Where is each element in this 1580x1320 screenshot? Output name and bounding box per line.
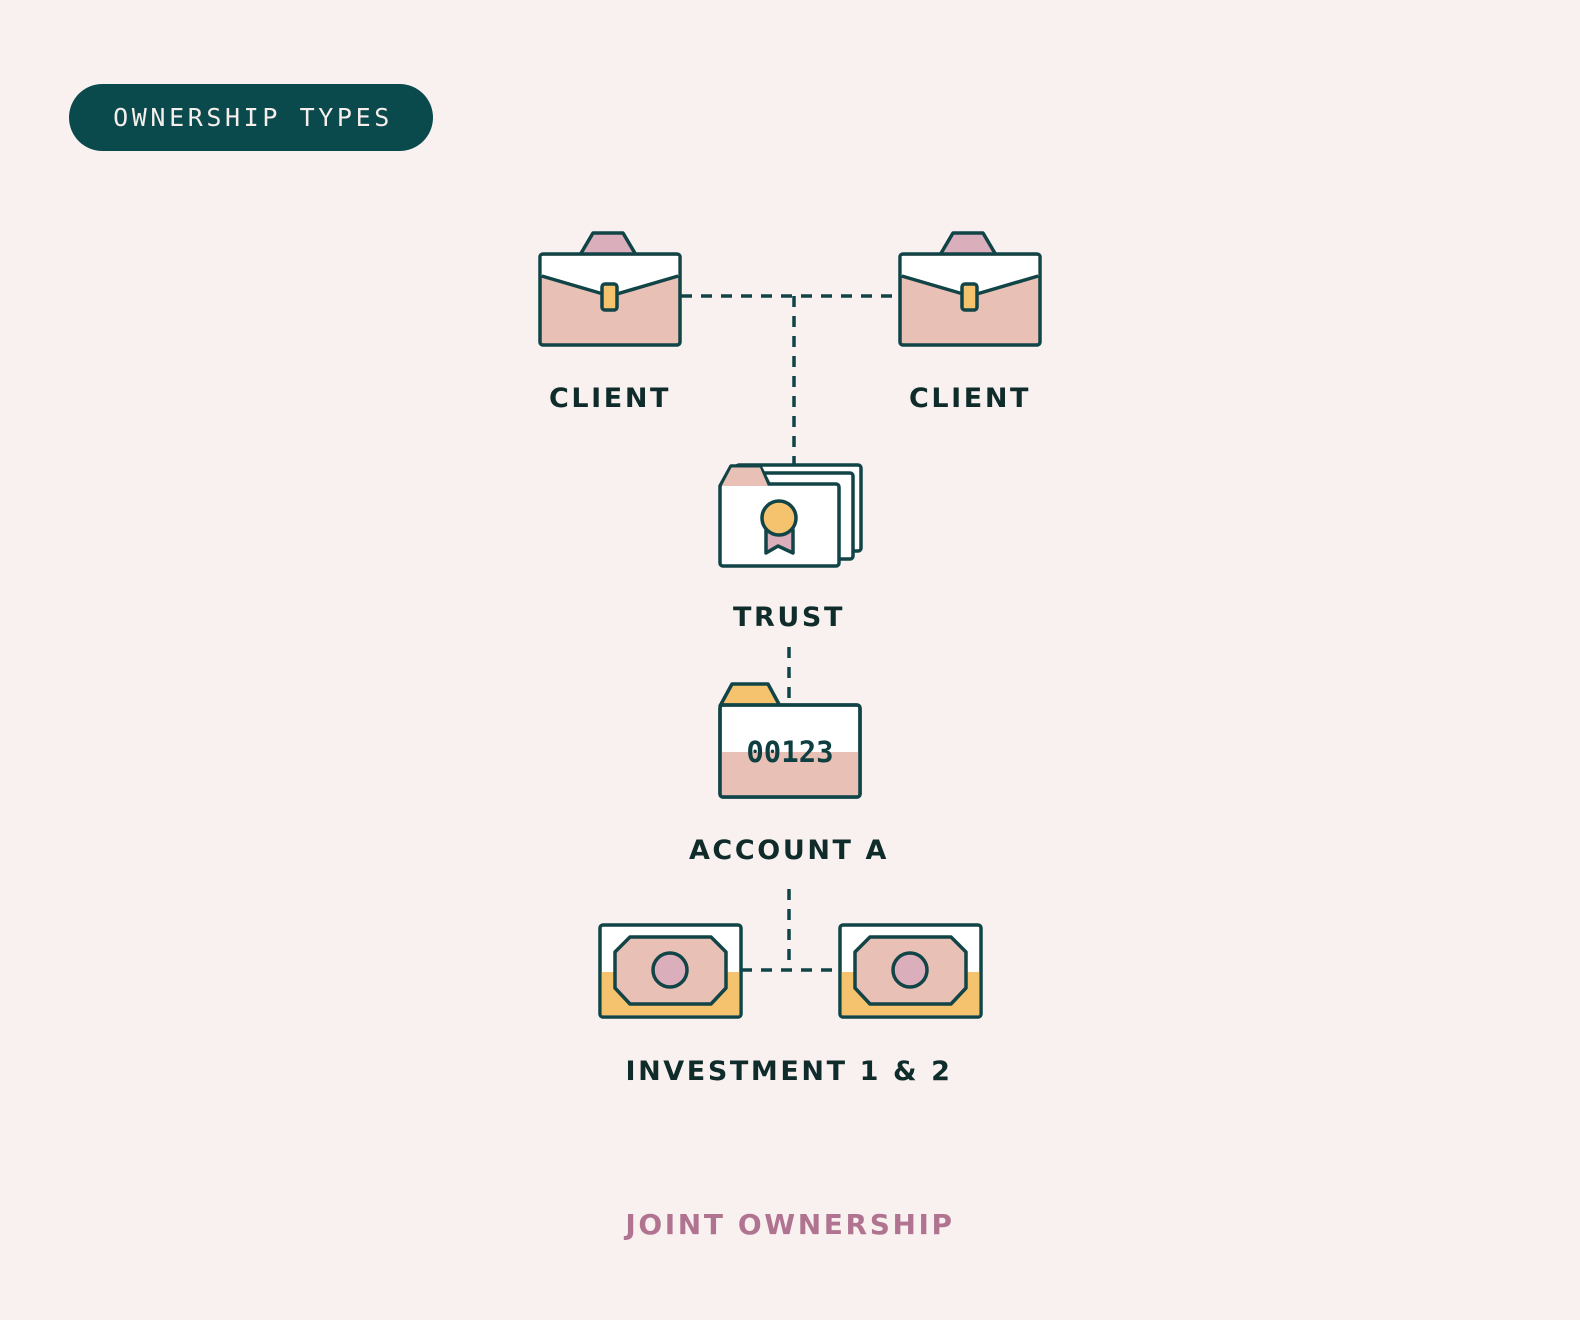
banknote-icon xyxy=(598,923,743,1019)
briefcase-icon xyxy=(538,231,682,347)
account-folder-icon: 00123 xyxy=(718,682,862,799)
ownership-types-badge: OWNERSHIP TYPES xyxy=(69,84,433,151)
banknote-icon xyxy=(838,923,983,1019)
client-left-label: CLIENT xyxy=(549,383,671,414)
account-label: ACCOUNT A xyxy=(689,835,889,866)
client-right-label: CLIENT xyxy=(909,383,1031,414)
investments-label: INVESTMENT 1 & 2 xyxy=(625,1056,952,1087)
account-number: 00123 xyxy=(746,735,833,769)
ownership-types-label: OWNERSHIP TYPES xyxy=(113,103,393,132)
briefcase-icon xyxy=(898,231,1042,347)
connector-lines xyxy=(681,294,898,972)
certificate-folder-icon xyxy=(718,463,863,568)
trust-label: TRUST xyxy=(733,602,845,633)
joint-ownership-caption: JOINT OWNERSHIP xyxy=(625,1208,955,1241)
